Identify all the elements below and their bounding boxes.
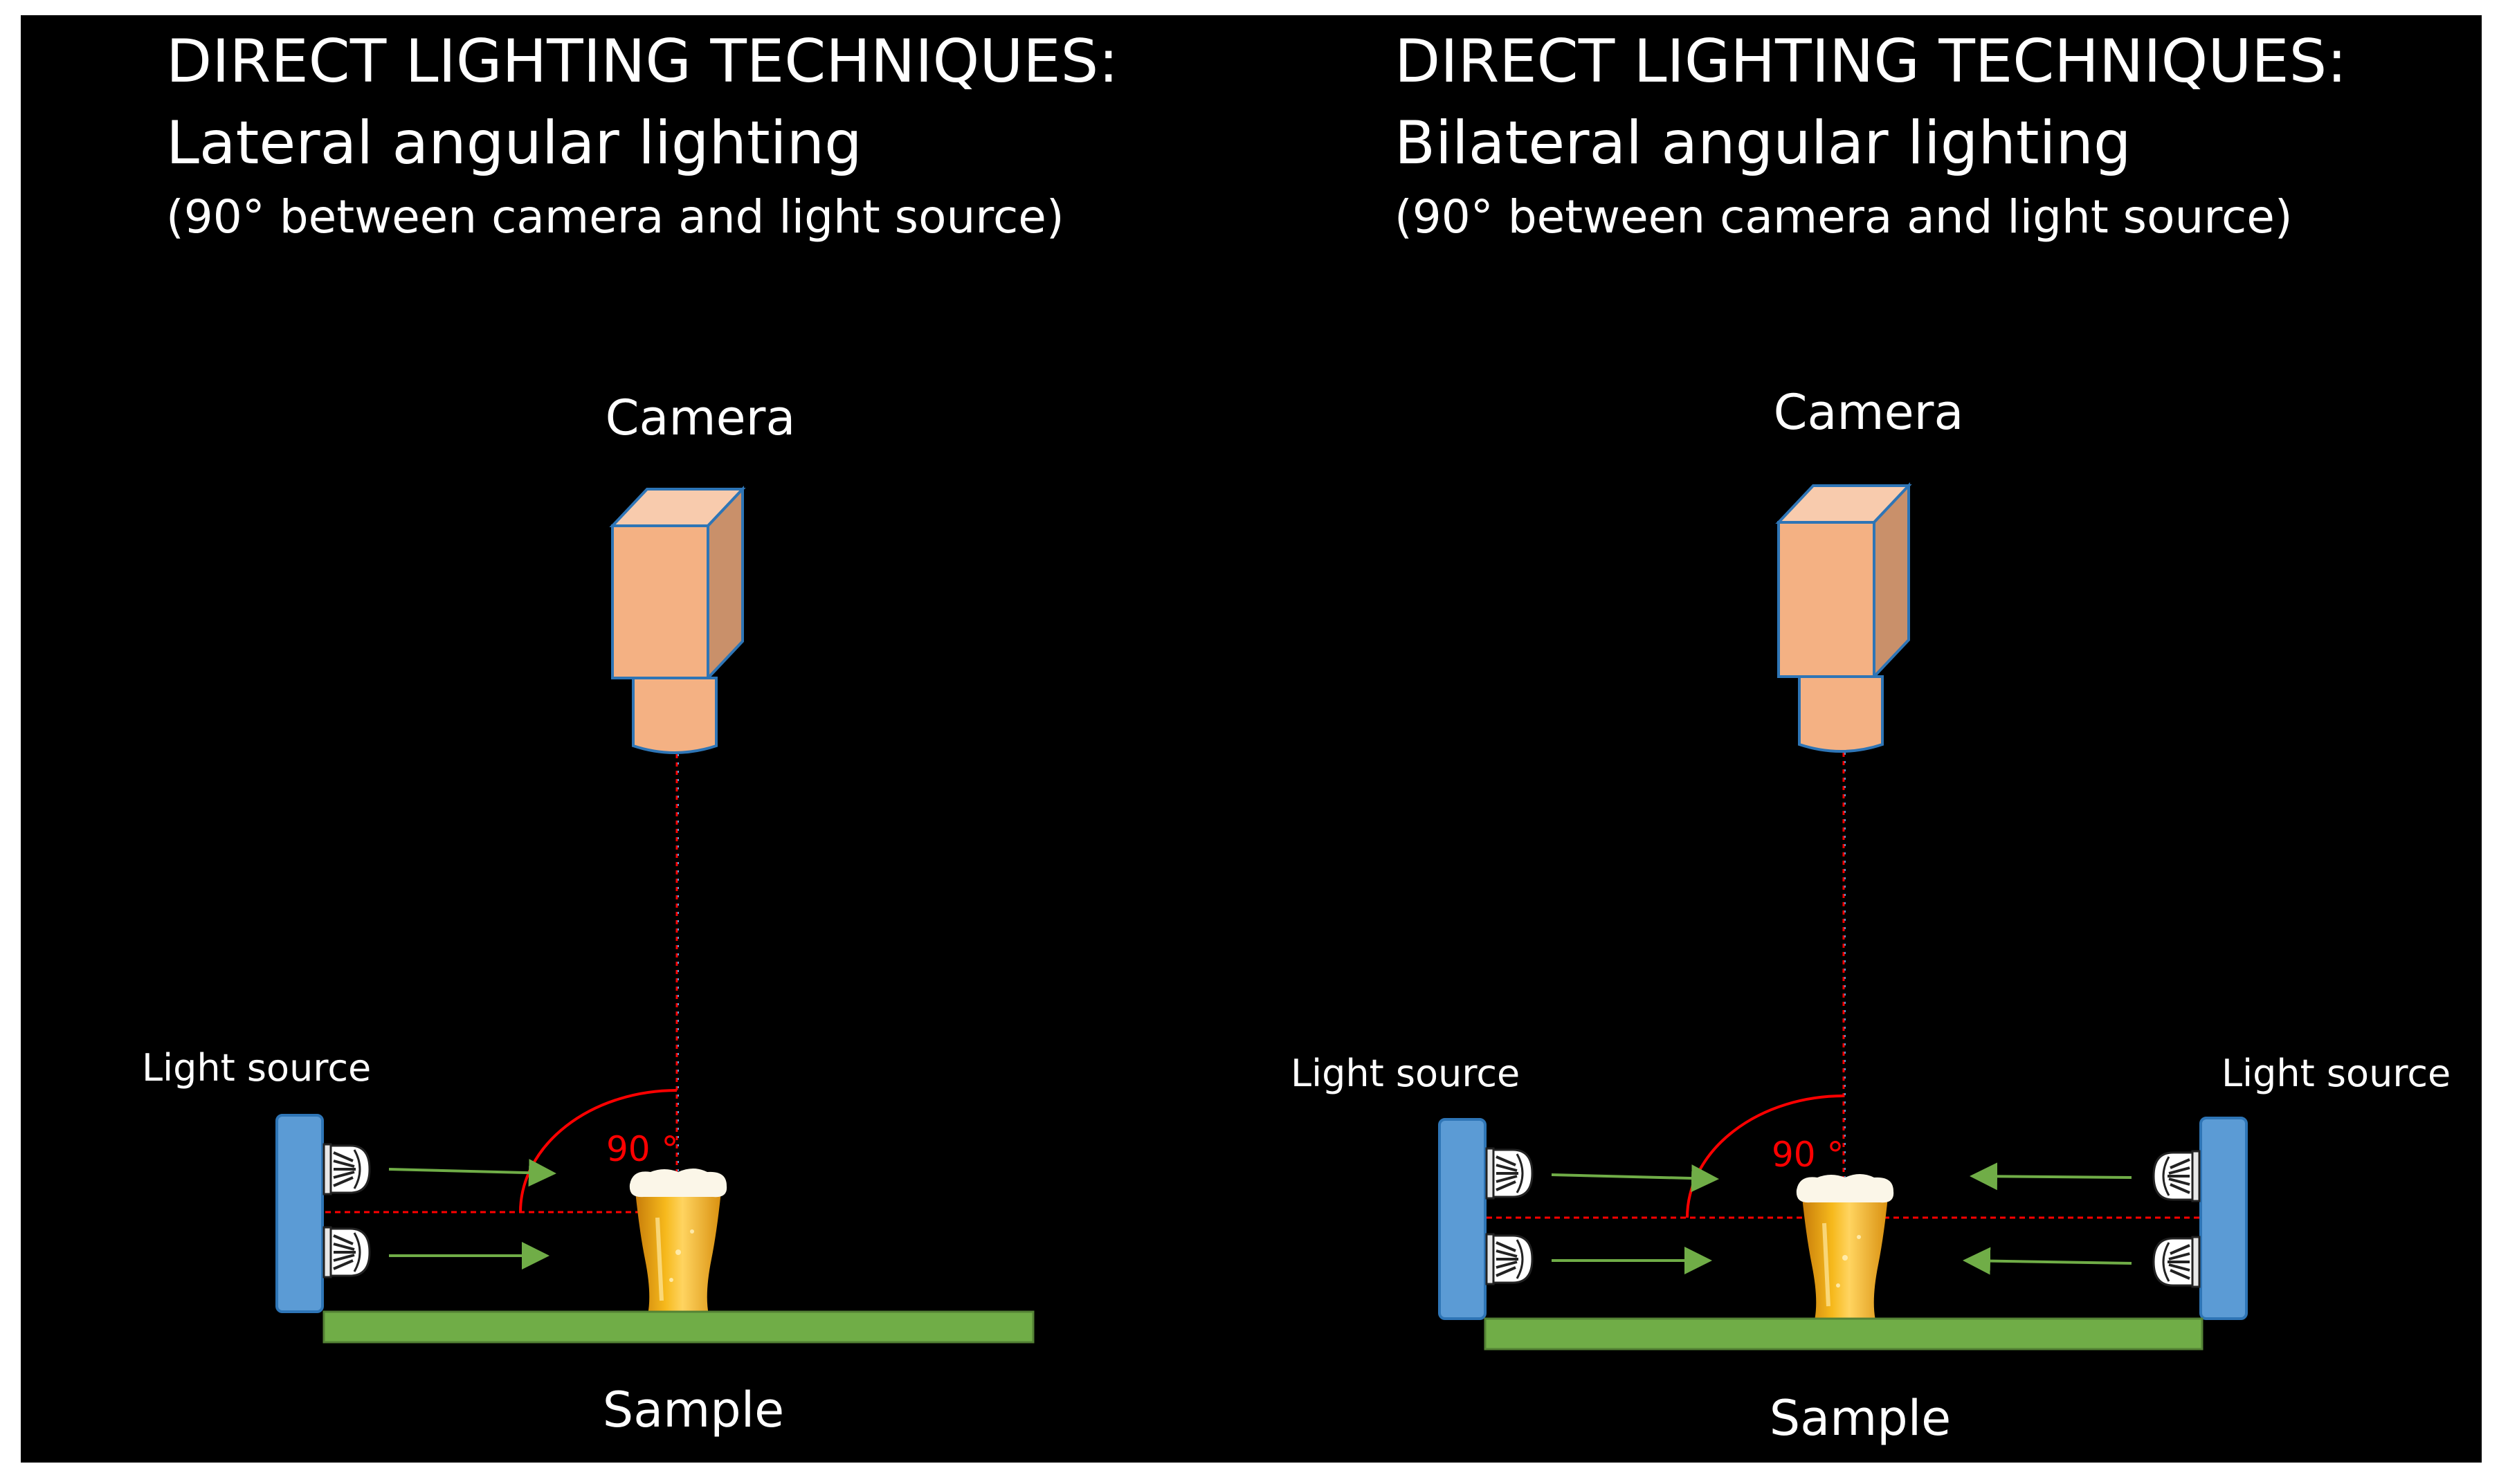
right-lamp-icon-left-bottom	[1485, 1233, 1534, 1285]
right-light-label-right: Light source	[2221, 1052, 2451, 1095]
right-light-panel-right	[2199, 1117, 2248, 1320]
right-light-label-left: Light source	[1291, 1052, 1520, 1095]
right-title-line2: Bilateral angular lighting	[1394, 109, 2132, 178]
right-lamp-icon-left-top	[1485, 1147, 1534, 1200]
right-camera-label: Camera	[1774, 384, 1964, 441]
left-title-line1: DIRECT LIGHTING TECHNIQUES:	[166, 27, 1118, 96]
left-note: (90° between camera and light source)	[166, 190, 1064, 244]
left-camera-label: Camera	[606, 390, 796, 446]
left-lamp-icon-top	[322, 1143, 371, 1196]
left-table	[322, 1310, 1035, 1344]
left-title-line2: Lateral angular lighting	[166, 109, 862, 178]
right-light-panel-left	[1438, 1118, 1487, 1320]
diagram-background	[21, 15, 2482, 1463]
right-lamp-icon-right-top	[2152, 1150, 2201, 1202]
left-lamp-icon-bottom	[322, 1226, 371, 1279]
left-camera-icon	[609, 485, 746, 754]
left-light-panel	[275, 1114, 324, 1313]
left-sample-label: Sample	[603, 1382, 784, 1438]
left-angle-arc	[519, 1089, 678, 1213]
right-lamp-icon-right-bottom	[2152, 1236, 2201, 1288]
right-camera-icon	[1775, 482, 1912, 753]
left-arrow-top	[388, 1159, 556, 1187]
left-panel: DIRECT LIGHTING TECHNIQUES: Lateral angu…	[142, 27, 1118, 1438]
right-angle-label: 90 °	[1772, 1135, 1844, 1175]
right-arrow-left-top	[1551, 1164, 1719, 1193]
right-note: (90° between camera and light source)	[1394, 190, 2293, 244]
right-arrow-right-bottom	[1963, 1247, 2132, 1275]
left-angle-label: 90 °	[606, 1129, 679, 1169]
right-panel: DIRECT LIGHTING TECHNIQUES: Bilateral an…	[1291, 27, 2451, 1447]
right-table	[1484, 1317, 2203, 1350]
right-arrow-right-top	[1970, 1162, 2132, 1191]
left-light-label: Light source	[142, 1046, 371, 1090]
right-sample-label: Sample	[1770, 1390, 1951, 1447]
right-title-line1: DIRECT LIGHTING TECHNIQUES:	[1394, 27, 2347, 96]
